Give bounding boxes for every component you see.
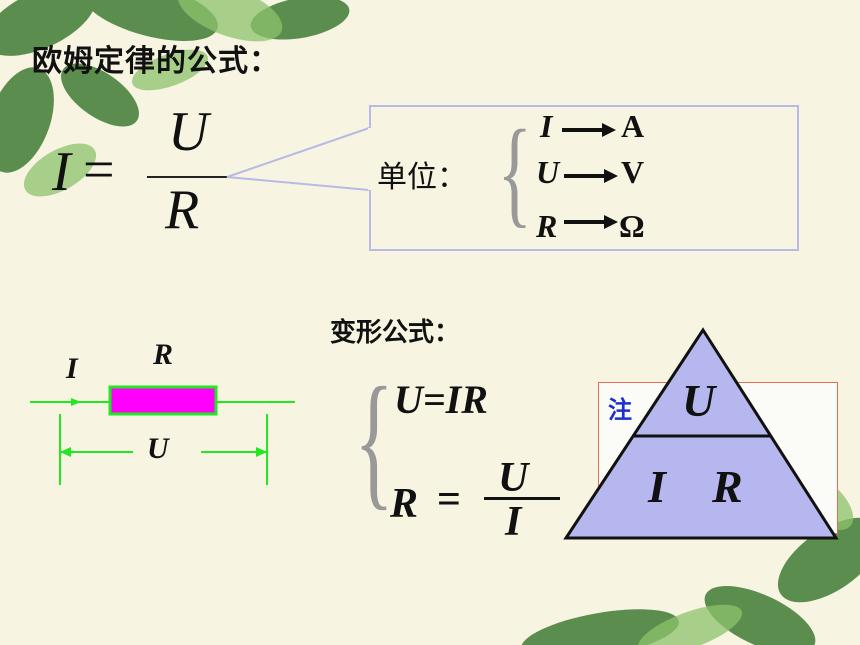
unit-row-resistance: R — [536, 208, 557, 245]
formula-numerator: U — [168, 101, 209, 163]
formula-lhs: I — [52, 141, 71, 203]
unit-symbol: I — [540, 108, 553, 144]
current-label: I — [66, 352, 78, 385]
ohm-triangle — [563, 327, 839, 540]
circuit-diagram — [30, 385, 295, 485]
formula-r-equals: = — [437, 477, 461, 523]
unit-symbol: R — [536, 208, 558, 244]
slide-title: 欧姆定律的公式： — [32, 44, 280, 79]
unit-symbol: U — [536, 154, 560, 190]
arrow-icon — [560, 122, 616, 141]
note-text: 注 — [608, 396, 632, 424]
unit-value: A — [621, 108, 645, 144]
formula-equals: = — [83, 139, 115, 201]
triangle-top-label: U — [682, 375, 716, 426]
arrow-icon — [562, 168, 618, 187]
voltage-label: U — [147, 432, 169, 465]
units-pointer-mask — [368, 128, 372, 190]
formula-u-ir: U=IR — [394, 377, 488, 422]
arrow-icon — [562, 214, 618, 233]
unit-value: V — [621, 154, 645, 190]
unit-value: Ω — [619, 208, 645, 244]
triangle-bottom-right-label: R — [712, 461, 743, 512]
formula-denominator: R — [165, 179, 200, 241]
formula-r-lhs: R — [390, 481, 419, 527]
formula-r-denominator: I — [505, 499, 522, 545]
unit-row-voltage: U — [536, 154, 559, 191]
unit-row-current: I — [540, 108, 552, 145]
deformations-label: 变形公式： — [330, 318, 461, 348]
deform-brace: { — [354, 357, 394, 523]
formula-r-numerator: U — [498, 455, 529, 501]
resistor-label: R — [153, 338, 174, 371]
fraction-bar — [147, 176, 227, 178]
fraction-bar-2 — [484, 497, 560, 500]
left-brace: { — [497, 105, 533, 238]
triangle-bottom-left-label: I — [648, 461, 666, 512]
callout-pointer — [226, 127, 370, 191]
units-label: 单位： — [377, 160, 467, 195]
